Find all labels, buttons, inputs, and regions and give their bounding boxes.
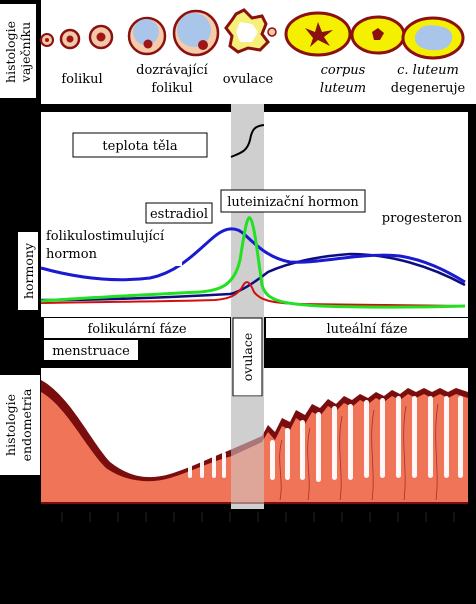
stage-label-maturing-1: dozrávající: [136, 63, 209, 78]
progesterone-curve: [40, 252, 466, 302]
day-ticks: [61, 512, 455, 522]
progesterone-label-box: [377, 208, 468, 228]
stage-label-corpus-1: corpus: [321, 63, 366, 78]
estradiol-label-box: [145, 202, 213, 224]
luteal-phase-bar: [266, 318, 468, 338]
ovulation-band-endometrium: [231, 396, 264, 509]
stage-label-ovulation: ovulace: [223, 72, 274, 87]
ovulation-phase-label: ovulace: [240, 333, 255, 382]
stage-label-corpus-2: luteum: [320, 81, 366, 96]
luteal-phase-label: luteální fáze: [326, 322, 407, 337]
ovary-section-label-2: vaječníku: [18, 22, 33, 83]
menstruation-label-box: [44, 340, 138, 360]
stage-label-degenerating-1: c. luteum: [397, 63, 459, 78]
corpus-luteum-degenerating-icon: [401, 16, 465, 60]
stage-label-follicle: folikul: [61, 72, 102, 87]
primary-follicle-icon: [88, 24, 114, 50]
temperature-curve: [230, 124, 265, 158]
lh-label-box: [220, 189, 366, 213]
hormones-label-box: [18, 232, 38, 310]
follicle-small-icon: [40, 33, 54, 47]
ovulation-icon: [224, 8, 277, 54]
endometrial-vessels: [279, 403, 439, 501]
mature-follicle-icon: [172, 9, 220, 57]
temperature-label-box: [72, 132, 208, 158]
fsh-label-box: [41, 224, 182, 266]
lh-label: luteinizační hormon: [227, 195, 359, 210]
estradiol-curve: [40, 281, 466, 307]
menstruation-label: menstruace: [52, 344, 130, 359]
endometrium-section-label: histologie: [3, 394, 18, 456]
fsh-label-1: folikulostimulující: [46, 229, 165, 244]
hormones-section-label: hormony: [21, 242, 36, 299]
ovary-label-box: [0, 4, 36, 98]
follicle-icon: [59, 28, 81, 50]
fsh-label-2: hormon: [46, 247, 98, 262]
follicular-phase-label: folikulární fáze: [87, 322, 186, 337]
endometrial-glands: [188, 396, 463, 482]
stage-label-degenerating-2: degeneruje: [391, 81, 466, 96]
temperature-label: teplota těla: [102, 139, 177, 154]
follicular-phase-bar: [44, 318, 230, 338]
estradiol-label: estradiol: [150, 207, 208, 222]
progesterone-label: progesteron: [382, 211, 463, 226]
lh-curve: [40, 216, 466, 309]
corpus-luteum-mature-icon: [350, 15, 406, 55]
ovary-section-label: histologie: [3, 21, 18, 83]
maturing-follicle-icon: [127, 16, 167, 56]
endometrium-label-box: [0, 375, 40, 475]
endometrium-section-label-2: endometria: [19, 388, 34, 461]
stage-label-maturing-2: folikul: [151, 81, 192, 96]
corpus-luteum-icon: [284, 11, 352, 57]
